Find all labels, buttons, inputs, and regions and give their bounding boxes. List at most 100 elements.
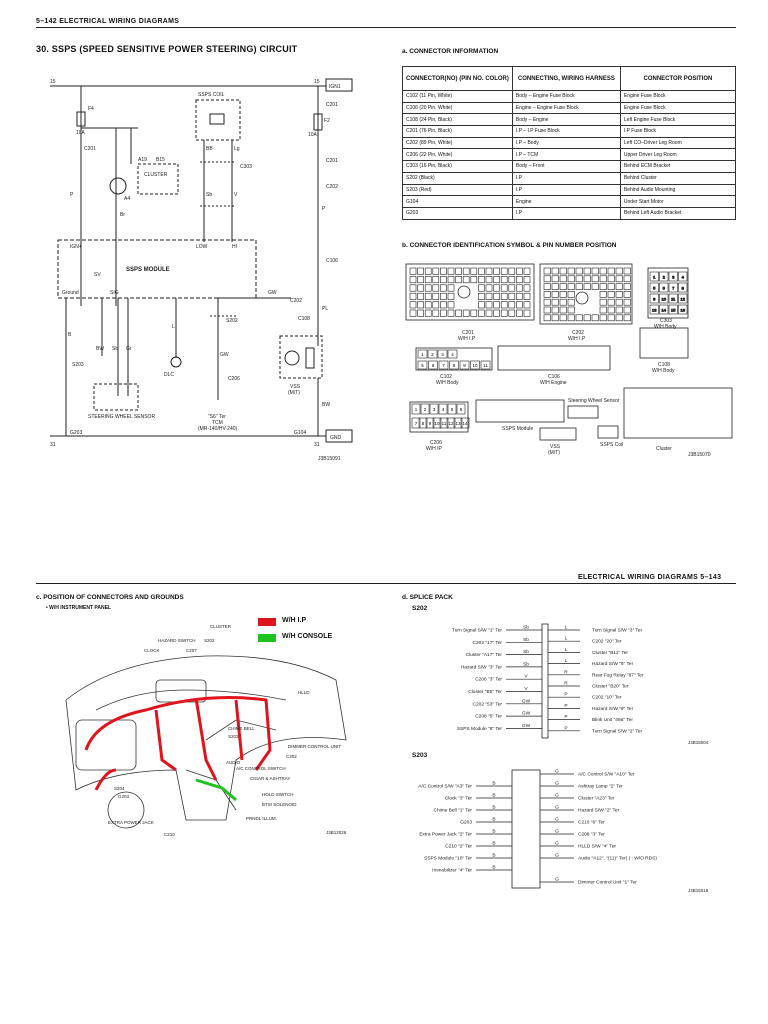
connector-cavity <box>447 403 457 415</box>
connector-cavity <box>438 360 449 370</box>
pin-number: 2 <box>663 275 666 280</box>
page-header-bottom: ELECTRICAL WIRING DIAGRAMS 5–143 <box>578 574 722 581</box>
connector-cavity <box>432 309 440 317</box>
callout-label: S202 <box>204 638 215 643</box>
connector-cavity <box>559 267 567 275</box>
connector-cavity <box>462 309 470 317</box>
connector-cavity <box>591 314 599 322</box>
splice-right-label: Cluster "A23" Ter <box>578 796 615 802</box>
splice-left-label: Chime Bell "1" Ter <box>433 808 472 814</box>
connector-cavity <box>659 304 669 315</box>
rail-label: 31 <box>50 442 56 448</box>
connector-cavity <box>575 314 583 322</box>
connector-cavity <box>559 291 567 298</box>
table-cell: G203 <box>402 206 513 220</box>
connector-cavity <box>516 267 523 275</box>
connector-cavity <box>659 282 669 293</box>
connector-cavity <box>455 309 462 317</box>
table-cell: I.P <box>511 206 621 220</box>
wire-color: G <box>555 841 559 847</box>
connector-cavity <box>456 403 466 415</box>
connector-cavity <box>447 284 455 292</box>
connector-cavity <box>599 275 607 283</box>
connector-cavity <box>438 403 448 415</box>
wire-color: G <box>555 853 559 859</box>
wire-color: G <box>555 793 559 799</box>
pin-label: SV <box>94 272 101 278</box>
splice-right-label: Dimmer Control Unit "1" Ter <box>578 880 637 886</box>
table-cell: Engine – Engine Fuse Block <box>511 101 621 115</box>
figure-code: J3B15018 <box>688 888 709 893</box>
connector-cavity <box>567 267 575 275</box>
connector-cavity <box>500 284 508 292</box>
connector-cavity <box>424 301 432 309</box>
pin-number: 5 <box>451 407 454 412</box>
connector-cavity <box>543 267 551 275</box>
connector-cavity <box>432 292 440 300</box>
connector-cavity <box>478 267 485 275</box>
rail-label: 15 <box>50 79 56 85</box>
connector-cavity <box>470 309 478 317</box>
connector-cavity <box>432 267 440 275</box>
callout-label: S203 <box>228 734 239 739</box>
connector-cavity <box>440 309 447 317</box>
connector-cavity <box>623 298 631 306</box>
connector-cavity <box>543 275 551 283</box>
dlc-label: DLC <box>164 372 174 378</box>
wire-color: L <box>565 658 568 664</box>
connector-label: C108 <box>298 316 310 322</box>
connector-cavity <box>485 284 493 292</box>
wire-color: Sb <box>523 649 529 655</box>
connector-cavity <box>551 314 559 322</box>
connector-cavity <box>417 284 424 292</box>
pin-number: 4 <box>682 275 685 280</box>
sensor-label: STEERING WHEEL SENSOR <box>88 414 155 420</box>
pin-number: 3 <box>433 407 436 412</box>
connector-cavity <box>420 403 430 415</box>
connector-cavity <box>607 283 615 290</box>
connector-cavity <box>508 276 516 284</box>
tcm-label: TCM <box>212 420 223 426</box>
connector-cavity <box>453 417 463 429</box>
pin-number: 6 <box>432 363 435 368</box>
table-cell: Engine Fuse Block <box>619 90 737 103</box>
connector-cavity <box>607 298 615 306</box>
connector-cavity <box>623 283 631 290</box>
callout-label: AUDIO <box>226 760 241 765</box>
connector-sub: W/H Body <box>652 368 675 374</box>
pin-number: 15 <box>671 308 676 313</box>
wire-color: Sb <box>523 637 529 643</box>
connector-cavity <box>447 292 455 300</box>
connector-cavity <box>583 275 591 283</box>
pin-number: 9 <box>653 297 656 302</box>
column-header: CONNECTING, WIRING HARNESS <box>511 66 621 91</box>
connector-cavity <box>429 403 439 415</box>
connector-sub: W/H Body <box>654 324 677 330</box>
connector-cavity <box>508 284 516 292</box>
connector-cavity <box>591 267 599 275</box>
connector-cavity <box>424 276 432 284</box>
connector-cavity <box>459 360 470 370</box>
connector-label: C106 <box>548 374 560 380</box>
cluster-label: CLUSTER <box>144 172 168 178</box>
connector-cavity <box>607 291 615 298</box>
connector-cavity <box>470 360 480 370</box>
callout-label: HAZARD SWITCH <box>158 638 196 643</box>
splice-right-label: Cluster "B11" Ter <box>592 650 628 656</box>
wire-color: Sb <box>206 192 212 198</box>
connector-label: SSPS Module <box>502 426 533 432</box>
wire-color: G <box>555 817 559 823</box>
header-rule <box>36 583 736 584</box>
pin-number: 16 <box>680 308 685 313</box>
connector-cavity <box>607 306 615 314</box>
pin-number: 7 <box>442 363 445 368</box>
pin-number: 8 <box>422 421 425 426</box>
splice-right-label: Blink Unit "49a" Ter <box>592 717 633 723</box>
connector-cavity <box>523 276 531 284</box>
column-header: CONNECTOR POSITION <box>619 66 737 91</box>
wire-color: B <box>492 829 495 835</box>
connector-cavity <box>615 275 623 283</box>
